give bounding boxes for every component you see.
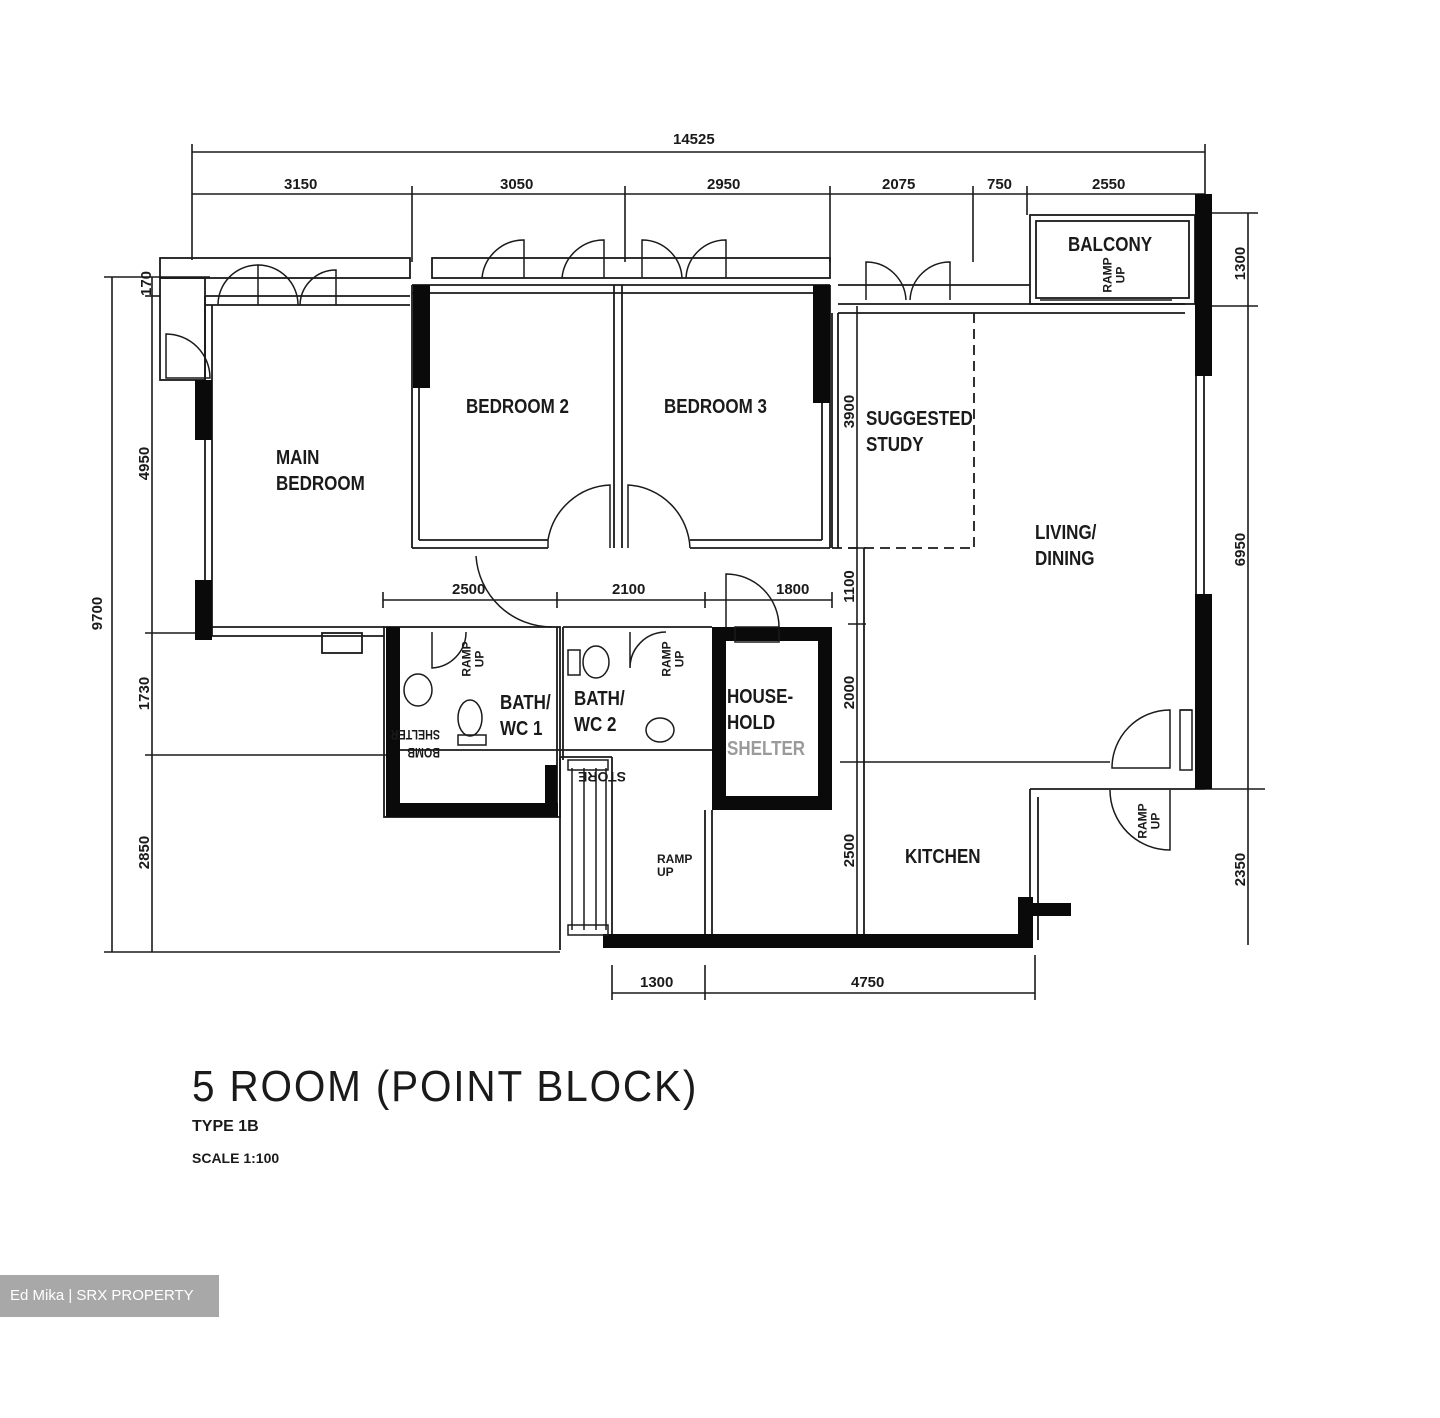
dim-left-1730: 1730 [136, 676, 154, 711]
dim-overall-width: 14525 [673, 131, 715, 148]
dim-right-6950: 6950 [1232, 532, 1250, 567]
plan-type: TYPE 1B [192, 1118, 259, 1135]
dim-top-3: 2950 [707, 176, 741, 193]
room-bath-wc-2: BATH/ WC 2 [574, 688, 625, 736]
plan-scale: SCALE 1:100 [192, 1150, 280, 1166]
dim-right-2350: 2350 [1232, 852, 1250, 887]
wall-main-left-bottom [195, 580, 212, 640]
dim-left-4950: 4950 [136, 446, 154, 481]
plan-title: 5 ROOM (POINT BLOCK) [192, 1062, 699, 1111]
wall-bed2-left [413, 285, 430, 388]
room-bedroom-3: BEDROOM 3 [664, 396, 767, 418]
dim-study-2500: 2500 [841, 833, 859, 868]
room-balcony: BALCONY [1068, 234, 1153, 256]
room-main-bedroom: MAIN BEDROOM [276, 447, 365, 495]
dim-top-5: 750 [987, 176, 1013, 193]
dim-inner-2500: 2500 [452, 581, 486, 598]
ramp-bath-1: RAMP UP [459, 641, 487, 677]
watermark: Ed Mika | SRX PROPERTY [0, 1275, 219, 1317]
wall-bottom [603, 934, 1033, 948]
dim-left-overall: 9700 [89, 596, 107, 631]
dim-inner-1800: 1800 [776, 581, 810, 598]
dim-bottom-1300: 1300 [640, 974, 674, 991]
wall-bed3-right [813, 285, 830, 403]
dim-top-6: 2550 [1092, 176, 1126, 193]
room-bomb-shelter-mirror: BOMB SHELTER [390, 727, 440, 761]
room-living-dining: LIVING/ DINING [1035, 522, 1097, 570]
dim-top-1: 3150 [284, 176, 318, 193]
dim-top-2: 3050 [500, 176, 534, 193]
dim-inner-2100: 2100 [612, 581, 646, 598]
dim-bottom-4750: 4750 [851, 974, 885, 991]
dim-right-1300: 1300 [1232, 246, 1250, 281]
room-store-mirror: STORE [578, 769, 626, 785]
ramp-kitchen: RAMP UP [1135, 803, 1163, 839]
dim-study-2000: 2000 [841, 675, 859, 710]
room-bath-wc-1: BATH/ WC 1 [500, 692, 551, 740]
room-kitchen: KITCHEN [905, 846, 981, 868]
room-household-shelter: HOUSE- HOLD [727, 686, 794, 734]
dim-study-3900: 3900 [841, 394, 859, 429]
ramp-balcony: RAMP UP [1100, 257, 1128, 293]
ramp-bath-2: RAMP UP [659, 641, 687, 677]
room-suggested-study: SUGGESTED STUDY [866, 408, 973, 456]
wall-balcony-right [1195, 194, 1212, 376]
dim-top-4: 2075 [882, 176, 916, 193]
wall-main-left-top [195, 380, 212, 440]
dim-study-1100: 1100 [840, 570, 858, 603]
ramp-store: RAMP UP [657, 852, 693, 879]
dim-left-170: 170 [138, 270, 156, 297]
room-shelter-label: SHELTER [727, 738, 806, 760]
wall-living-right [1195, 594, 1212, 789]
dim-left-2850: 2850 [136, 835, 154, 870]
room-bedroom-2: BEDROOM 2 [466, 396, 569, 418]
